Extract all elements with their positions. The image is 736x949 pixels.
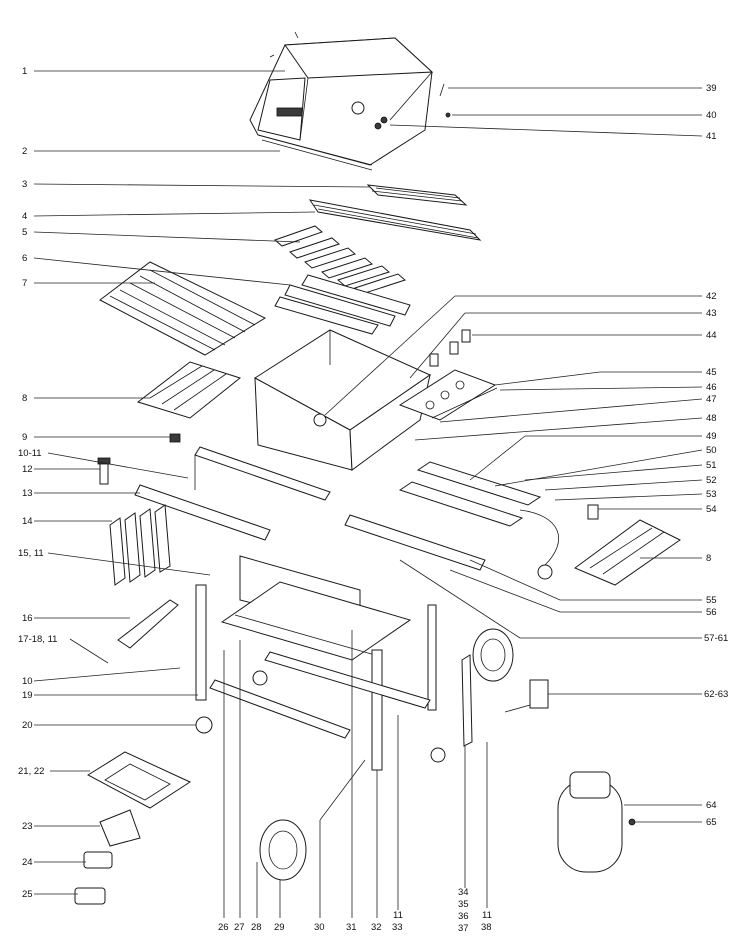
label-46: 46 <box>706 382 717 393</box>
post-part <box>97 457 111 485</box>
label-41: 41 <box>706 131 717 142</box>
label-33: 33 <box>392 922 403 933</box>
wheel-bottom-part <box>259 819 307 881</box>
label-64: 64 <box>706 800 717 811</box>
label-8: 8 <box>22 393 27 404</box>
catch-pan-liner-part <box>74 887 106 905</box>
label-47: 47 <box>706 394 717 405</box>
label-6: 6 <box>22 253 27 264</box>
label-21-22: 21, 22 <box>18 766 44 777</box>
labels-left: 1 2 3 4 5 6 7 8 9 10-11 12 13 14 15, 11 … <box>18 66 57 900</box>
label-11-a: 11 <box>393 910 403 921</box>
label-31: 31 <box>346 922 357 933</box>
firebox-part <box>254 329 432 471</box>
shelf-bracket-part <box>117 599 179 649</box>
label-37: 37 <box>458 923 469 934</box>
control-knobs-part <box>429 329 471 367</box>
warming-rack-part <box>366 184 468 206</box>
propane-tank-part <box>557 771 636 873</box>
label-27: 27 <box>234 922 245 933</box>
caster-left-part <box>195 716 213 734</box>
bracket-part <box>587 504 599 520</box>
label-1: 1 <box>22 66 27 77</box>
label-17-18-11: 17-18, 11 <box>18 634 57 645</box>
label-45: 45 <box>706 367 717 378</box>
label-50: 50 <box>706 445 717 456</box>
upper-rack-part <box>308 199 482 241</box>
caster-right-part <box>430 747 446 763</box>
label-12: 12 <box>22 464 33 475</box>
drip-tray-part <box>86 751 192 809</box>
label-44: 44 <box>706 330 717 341</box>
label-4: 4 <box>22 211 27 222</box>
label-9: 9 <box>22 432 27 443</box>
label-48: 48 <box>706 413 717 424</box>
label-10-11: 10-11 <box>18 448 42 459</box>
label-11-b: 11 <box>482 910 492 921</box>
burner-tubes-part <box>398 461 542 527</box>
label-5: 5 <box>22 227 27 238</box>
label-43: 43 <box>706 308 717 319</box>
label-38: 38 <box>481 922 492 933</box>
label-26: 26 <box>218 922 229 933</box>
label-25: 25 <box>22 889 33 900</box>
label-7: 7 <box>22 278 27 289</box>
caster-mid-part <box>252 670 268 686</box>
label-19: 19 <box>22 690 33 701</box>
label-35: 35 <box>458 899 469 910</box>
label-42: 42 <box>706 291 717 302</box>
label-10: 10 <box>22 676 33 687</box>
label-65: 65 <box>706 817 717 828</box>
label-57-61: 57-61 <box>704 633 728 644</box>
heat-bars-part <box>274 274 411 335</box>
lid-hardware-part <box>269 31 451 130</box>
label-56: 56 <box>706 607 717 618</box>
cart-frame-part <box>195 555 437 771</box>
labels-bottom: 26 27 28 29 30 31 32 11 33 34 35 36 37 1… <box>218 887 492 934</box>
label-8-right: 8 <box>706 553 711 564</box>
label-30: 30 <box>314 922 325 933</box>
label-20: 20 <box>22 720 33 731</box>
cooking-grate-part <box>99 261 267 356</box>
label-51: 51 <box>706 460 717 471</box>
label-3: 3 <box>22 179 27 190</box>
igniter-hose-part <box>519 509 560 580</box>
label-13: 13 <box>22 488 33 499</box>
label-28: 28 <box>251 922 262 933</box>
label-62-63: 62-63 <box>704 689 728 700</box>
wheel-right-part <box>461 628 514 747</box>
catch-pan-part <box>83 851 113 869</box>
label-24: 24 <box>22 857 33 868</box>
label-2: 2 <box>22 146 27 157</box>
label-53: 53 <box>706 489 717 500</box>
label-52: 52 <box>706 475 717 486</box>
label-32: 32 <box>371 922 382 933</box>
label-36: 36 <box>458 911 469 922</box>
leader-lines <box>33 70 703 918</box>
lid-part <box>249 37 434 166</box>
frame-rails-part <box>134 446 486 571</box>
labels-right: 39 40 41 42 43 44 45 46 47 48 49 50 51 5… <box>704 83 728 828</box>
clip-part <box>169 433 181 443</box>
label-39: 39 <box>706 83 717 94</box>
label-40: 40 <box>706 110 717 121</box>
side-shelf-slats-part <box>109 504 171 586</box>
label-23: 23 <box>22 821 33 832</box>
label-54: 54 <box>706 504 717 515</box>
label-16: 16 <box>22 613 33 624</box>
regulator-part <box>504 679 549 713</box>
right-grate-part <box>573 519 681 586</box>
small-grate-part <box>136 361 242 419</box>
catch-pan-holder-part <box>99 809 141 847</box>
label-49: 49 <box>706 431 717 442</box>
label-34: 34 <box>458 887 469 898</box>
label-14: 14 <box>22 516 33 527</box>
lid-handle-part <box>257 134 373 171</box>
label-29: 29 <box>274 922 285 933</box>
flavorizer-bars-part <box>274 225 407 295</box>
label-55: 55 <box>706 595 717 606</box>
label-15-11: 15, 11 <box>18 548 44 559</box>
